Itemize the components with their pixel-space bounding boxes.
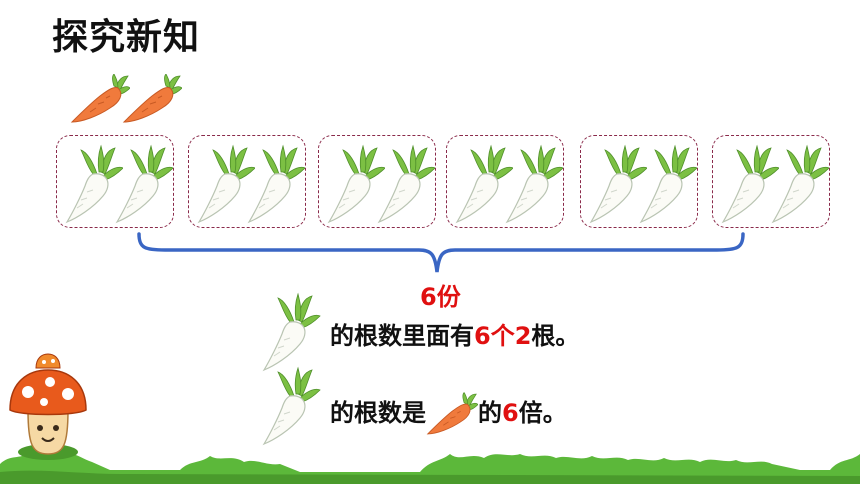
- radish-icon: [248, 366, 332, 446]
- sentence-2-part3: 倍。: [518, 399, 567, 427]
- radish-group-3: [318, 135, 436, 228]
- sentence-1-count: 6个: [474, 322, 515, 350]
- page-title: 探究新知: [52, 17, 201, 58]
- sentence-1-each: 2: [514, 322, 532, 350]
- radish-icon: [503, 144, 563, 224]
- carrot-icon: [70, 74, 130, 124]
- portion-label: 6份: [420, 283, 461, 311]
- sentence-2-part1: 的根数是: [330, 399, 426, 427]
- carrot-icon: [426, 391, 478, 437]
- radish-icon: [113, 144, 173, 224]
- sentence-1: 的根数里面有6个2根。: [330, 316, 579, 351]
- carrot-icon: [122, 74, 182, 124]
- radish-icon: [375, 144, 435, 224]
- sentence-1-part2: 根。: [531, 322, 580, 350]
- radish-icon: [248, 292, 332, 372]
- radish-icon: [245, 144, 305, 224]
- sentence-2: 的根数是 的6倍。: [330, 391, 567, 437]
- carrot-pair: [70, 70, 190, 126]
- curly-brace: [137, 232, 745, 273]
- radish-group-1: [56, 135, 174, 228]
- sentence-1-part1: 的根数里面有: [330, 322, 474, 350]
- radish-group-6: [712, 135, 830, 228]
- radish-icon: [769, 144, 829, 224]
- sentence-2-part2: 的: [478, 399, 502, 427]
- mushroom-mascot: [9, 353, 87, 460]
- grass-decoration: [0, 452, 860, 484]
- radish-group-2: [188, 135, 306, 228]
- radish-group-5: [580, 135, 698, 228]
- radish-group-4: [446, 135, 564, 228]
- sentence-2-multiple: 6: [502, 399, 519, 427]
- radish-icon: [637, 144, 697, 224]
